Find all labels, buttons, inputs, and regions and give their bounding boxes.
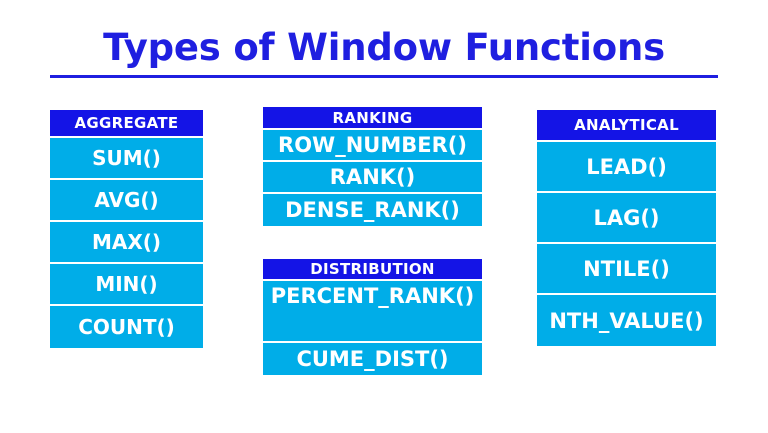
- function-item-lag: LAG(): [537, 193, 716, 244]
- function-item-ntile: NTILE(): [537, 244, 716, 295]
- title-underline-rule: [50, 75, 718, 78]
- function-item-nth-value: NTH_VALUE(): [537, 295, 716, 346]
- group-header-aggregate: AGGREGATE: [50, 110, 203, 138]
- function-item-percent-rank: PERCENT_RANK(): [263, 281, 482, 343]
- function-group-ranking: RANKING ROW_NUMBER() RANK() DENSE_RANK(): [263, 107, 482, 226]
- function-group-distribution: DISTRIBUTION PERCENT_RANK() CUME_DIST(): [263, 259, 482, 375]
- function-item-rank: RANK(): [263, 162, 482, 194]
- function-item-min: MIN(): [50, 264, 203, 306]
- function-item-sum: SUM(): [50, 138, 203, 180]
- function-item-max: MAX(): [50, 222, 203, 264]
- group-header-ranking: RANKING: [263, 107, 482, 130]
- group-header-analytical: ANALYTICAL: [537, 110, 716, 142]
- function-group-analytical: ANALYTICAL LEAD() LAG() NTILE() NTH_VALU…: [537, 110, 716, 346]
- function-item-row-number: ROW_NUMBER(): [263, 130, 482, 162]
- function-item-dense-rank: DENSE_RANK(): [263, 194, 482, 226]
- function-item-lead: LEAD(): [537, 142, 716, 193]
- function-item-avg: AVG(): [50, 180, 203, 222]
- group-header-distribution: DISTRIBUTION: [263, 259, 482, 281]
- function-group-aggregate: AGGREGATE SUM() AVG() MAX() MIN() COUNT(…: [50, 110, 203, 348]
- page-title: Types of Window Functions: [103, 26, 665, 69]
- function-item-cume-dist: CUME_DIST(): [263, 343, 482, 375]
- function-item-count: COUNT(): [50, 306, 203, 348]
